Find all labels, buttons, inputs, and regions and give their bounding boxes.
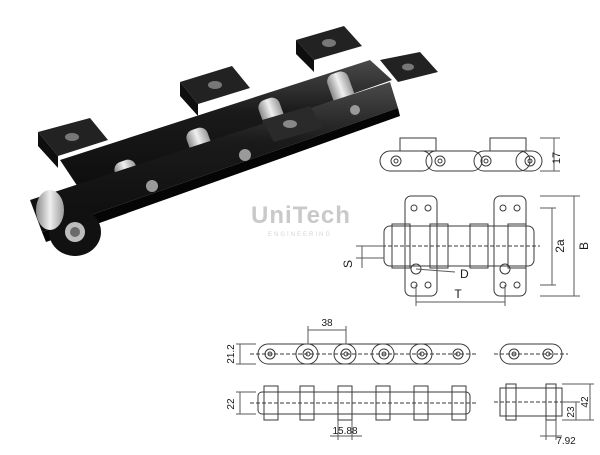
end-roller [36, 190, 64, 230]
pin-head [350, 105, 360, 115]
tab-hole [402, 63, 414, 71]
side-view-top [379, 137, 560, 172]
pin-head [239, 149, 251, 161]
front-side-plates-edge [42, 108, 400, 242]
dim-offset: 7.92 [556, 436, 576, 447]
tab-hole [322, 39, 336, 47]
tab-hole [208, 81, 222, 89]
dim-pitch: 38 [321, 318, 333, 329]
end-view-bottom [494, 383, 594, 440]
end-pin-hole [70, 227, 80, 237]
chain-3d-render [30, 26, 438, 256]
tab-hole [283, 120, 297, 128]
dim-plate-thickness: S [341, 260, 355, 268]
top-view-attachments [356, 195, 580, 306]
side-view-chain [236, 326, 476, 365]
brand-watermark: UniTech [251, 202, 351, 229]
pin-head [146, 180, 158, 192]
back-side-plates [60, 60, 392, 190]
end-view-top [494, 343, 568, 365]
dim-half-width: 23 [566, 406, 577, 418]
attachment-tab [38, 132, 58, 168]
dim-pitch-label: T [454, 287, 462, 301]
dim-attachment-height: 2a [553, 239, 567, 253]
attachment-tab [180, 82, 198, 116]
dim-inner-width: 22 [226, 398, 237, 410]
dim-hole-diameter: D [460, 267, 469, 281]
dim-overall-width: B [577, 242, 591, 250]
top-view-chain [236, 385, 476, 440]
attachment-tab [296, 40, 314, 72]
dim-roller-diameter: 15.88 [332, 426, 357, 437]
tab-hole [65, 133, 79, 141]
dim-plate-height: 17 [551, 152, 563, 164]
dim-total-width: 42 [580, 396, 591, 408]
brand-tagline: ENGINEERING [267, 232, 332, 238]
dim-link-height: 21.2 [226, 344, 237, 364]
